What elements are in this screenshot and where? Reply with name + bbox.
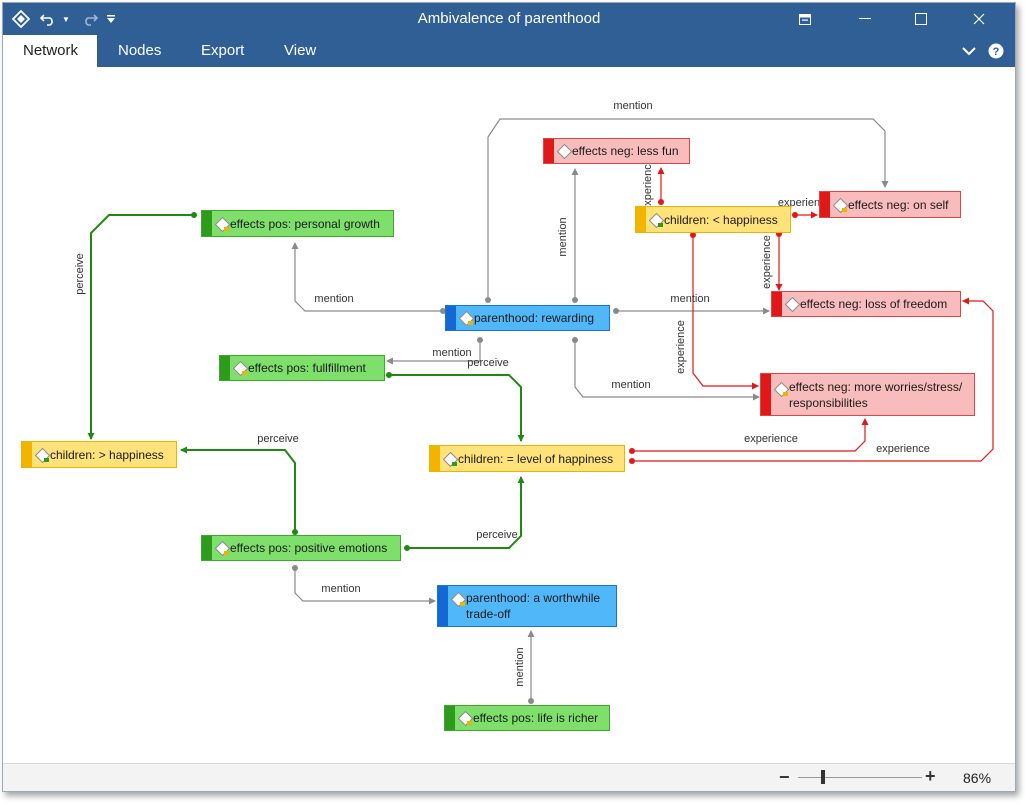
code-icon — [215, 541, 230, 556]
edge-fullfillment-level-happiness — [389, 374, 525, 442]
edge-pos-emotions-level-happiness — [405, 476, 525, 549]
edge-label: experience — [642, 158, 654, 212]
status-bar: − + 86% — [3, 763, 1015, 791]
ribbon-tabs: Network Nodes Export View ? — [3, 35, 1015, 67]
node-effects-neg-loss-of-freedom[interactable]: effects neg: loss of freedom — [771, 291, 961, 317]
undo-dropdown-icon[interactable]: ▼ — [62, 14, 70, 24]
node-label: children: = level of happiness — [458, 451, 614, 466]
zoom-in-icon[interactable]: + — [925, 766, 936, 786]
code-icon — [458, 711, 473, 726]
edge-label: mention — [557, 217, 569, 256]
edge-rewarding-worries — [574, 339, 760, 401]
node-effects-pos-fullfillment[interactable]: effects pos: fullfillment — [219, 355, 385, 381]
edge-rewarding-personal-growth — [291, 242, 445, 312]
node-children-level-of-happiness[interactable]: children: = level of happiness — [429, 445, 625, 472]
edge-label: mention — [613, 100, 652, 112]
edges-layer: mention mention mention mention mention … — [74, 100, 994, 704]
node-label: effects pos: fullfillment — [248, 361, 366, 375]
node-effects-neg-more-worries[interactable]: effects neg: more worries/stress/ respon… — [760, 373, 975, 416]
collapse-ribbon-icon[interactable] — [953, 35, 985, 67]
code-icon — [215, 216, 230, 232]
node-effects-pos-positive-emotions[interactable]: effects pos: positive emotions — [201, 535, 401, 561]
node-parenthood-rewarding[interactable]: parenthood: rewarding — [445, 305, 610, 331]
edge-pos-emotions-trade-off — [294, 569, 436, 605]
window-title: Ambivalence of parenthood — [417, 10, 601, 27]
zoom-slider[interactable] — [798, 777, 922, 778]
tab-network[interactable]: Network — [3, 35, 97, 67]
title-bar: ▼ Ambivalence of parenthood — [3, 3, 1015, 35]
edge-label: mention — [611, 379, 650, 391]
minimize-icon[interactable] — [845, 3, 885, 35]
redo-icon[interactable] — [77, 3, 103, 35]
edge-label: experience — [744, 433, 798, 445]
code-icon — [451, 592, 466, 607]
edge-level-happiness-worries — [631, 418, 869, 452]
zoom-level: 86% — [963, 770, 992, 786]
edge-rewarding-fullfillment — [386, 339, 481, 365]
node-parenthood-worthwhile-trade-off[interactable]: parenthood: a worthwhile trade-off — [437, 585, 617, 627]
network-canvas[interactable]: mention mention mention mention mention … — [3, 67, 1015, 763]
code-icon — [774, 382, 789, 397]
code-icon — [35, 447, 50, 463]
node-label: effects neg: loss of freedom — [800, 297, 948, 311]
zoom-slider-thumb[interactable] — [821, 770, 825, 784]
edge-label: perceive — [74, 253, 86, 295]
node-children-less-happiness[interactable]: children: < happiness — [635, 206, 791, 233]
edge-growth-greater-happiness — [87, 214, 193, 440]
zoom-out-icon[interactable]: − — [779, 767, 790, 787]
node-label: parenthood: rewarding — [474, 311, 595, 325]
node-effects-neg-on-self[interactable]: effects neg: on self — [819, 191, 961, 218]
node-effects-pos-life-is-richer[interactable]: effects pos: life is richer — [444, 705, 610, 731]
edge-label: experience — [876, 443, 930, 455]
node-effects-pos-personal-growth[interactable]: effects pos: personal growth — [201, 210, 394, 237]
edge-label: mention — [670, 293, 709, 305]
code-icon — [443, 451, 458, 467]
node-label: effects neg: more worries/stress/ respon… — [789, 380, 963, 410]
edge-label: perceive — [476, 529, 518, 541]
app-logo-icon — [5, 3, 37, 35]
edge-label: perceive — [257, 433, 299, 445]
node-label: children: > happiness — [50, 447, 164, 462]
edge-label: perceive — [467, 357, 509, 369]
node-label: effects neg: on self — [848, 197, 949, 212]
tab-view[interactable]: View — [284, 42, 317, 59]
edge-pos-emotions-greater-happiness — [180, 446, 296, 532]
customize-toolbar-icon[interactable] — [101, 3, 121, 35]
edge-label: mention — [314, 293, 353, 305]
node-label: children: < happiness — [664, 212, 778, 227]
code-icon — [459, 311, 474, 326]
node-children-greater-happiness[interactable]: children: > happiness — [21, 441, 177, 468]
edge-label: mention — [321, 583, 360, 595]
svg-text:?: ? — [993, 46, 1000, 58]
maximize-icon[interactable] — [901, 3, 941, 35]
node-label: parenthood: a worthwhile trade-off — [466, 591, 601, 621]
edge-label: mention — [432, 347, 471, 359]
edge-label: experience — [761, 235, 773, 289]
app-window: ▼ Ambivalence of parenthood Network Node… — [2, 2, 1016, 792]
edge-rewarding-on-self — [487, 118, 889, 299]
code-icon — [557, 144, 572, 159]
tab-export[interactable]: Export — [201, 42, 245, 59]
edge-label: mention — [514, 647, 526, 686]
edge-less-happiness-worries — [692, 235, 759, 390]
node-label: effects pos: positive emotions — [230, 541, 388, 555]
edge-level-happiness-loss-freedom — [631, 297, 994, 462]
code-icon — [649, 212, 664, 228]
help-icon[interactable]: ? — [981, 35, 1011, 67]
code-icon — [785, 297, 800, 312]
restore-ribbon-icon[interactable] — [785, 3, 825, 35]
node-label: effects pos: life is richer — [473, 711, 599, 725]
code-icon — [233, 361, 248, 376]
node-effects-neg-less-fun[interactable]: effects neg: less fun — [543, 138, 690, 164]
code-icon — [833, 197, 848, 213]
node-label: effects neg: less fun — [572, 144, 679, 158]
tab-nodes[interactable]: Nodes — [118, 42, 162, 59]
edge-label: experience — [675, 320, 687, 374]
node-label: effects pos: personal growth — [230, 216, 380, 231]
close-icon[interactable] — [959, 3, 999, 35]
undo-icon[interactable] — [35, 3, 61, 35]
